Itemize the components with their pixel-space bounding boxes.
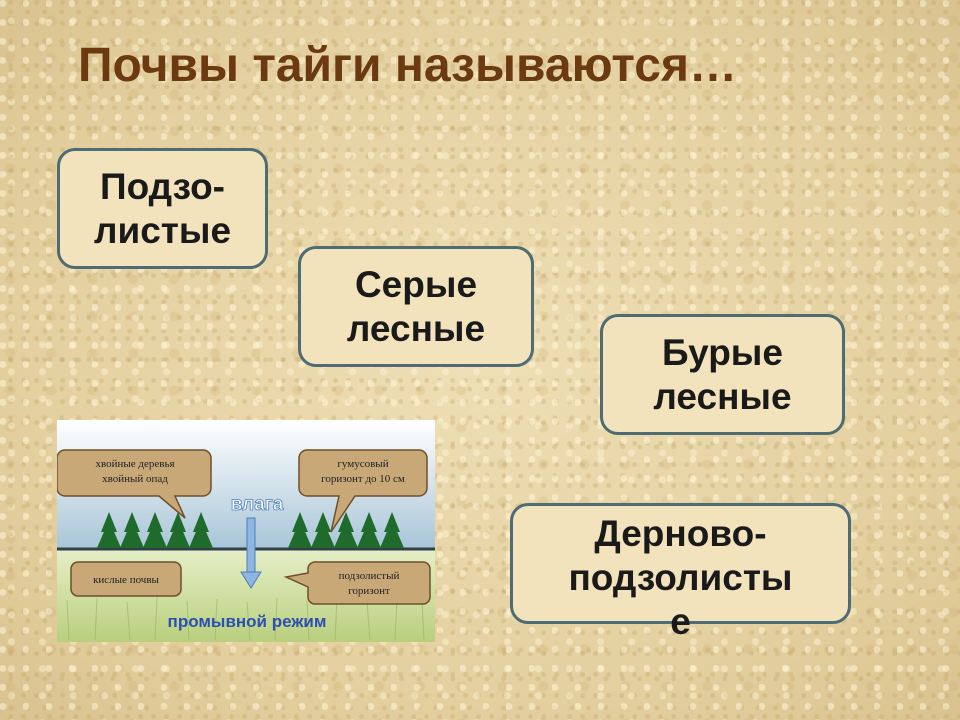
callout-text: хвойный опад bbox=[102, 473, 168, 485]
callout-text: горизонт до 10 см bbox=[321, 473, 405, 485]
card-line: Дерново- bbox=[594, 512, 767, 554]
callout-bottom-left: кислые почвы bbox=[70, 561, 182, 597]
tree-group-left bbox=[97, 512, 213, 548]
callout-top-left: хвойные деревья хвойный опад bbox=[57, 449, 212, 519]
card-line: листые bbox=[93, 209, 232, 251]
card-line: лесные bbox=[653, 375, 792, 417]
card-line: лесные bbox=[346, 307, 486, 349]
regime-label: промывной режим bbox=[168, 612, 327, 631]
card-line: подзолисты bbox=[568, 556, 793, 598]
moisture-label: влага bbox=[231, 494, 284, 515]
diagram-svg: хвойные деревья хвойный опад гумусовый г… bbox=[57, 420, 435, 642]
slide-title: Почвы тайги называются… bbox=[78, 39, 737, 92]
down-arrow-icon bbox=[240, 517, 262, 589]
answer-card-sod-podzolic[interactable]: Дерново- подзолисты е bbox=[510, 503, 851, 642]
card-line: е bbox=[670, 600, 691, 642]
callout-text: подзолистый bbox=[339, 570, 400, 582]
answer-card-brown-forest[interactable]: Бурые лесные bbox=[600, 314, 845, 435]
grass-texture bbox=[66, 595, 425, 641]
callout-top-right: гумусовый горизонт до 10 см bbox=[298, 449, 428, 533]
callout-text: хвойные деревья bbox=[95, 458, 174, 470]
card-line: Бурые bbox=[662, 331, 783, 373]
callout-text: кислые почвы bbox=[93, 574, 159, 586]
tree-group-right bbox=[288, 512, 404, 548]
callout-text: горизонт bbox=[348, 585, 390, 597]
callout-text: гумусовый bbox=[337, 458, 388, 470]
answer-card-grey-forest[interactable]: Серые лесные bbox=[298, 246, 534, 367]
callout-bottom-right: подзолистый горизонт bbox=[283, 561, 431, 605]
card-line: Серые bbox=[354, 263, 478, 305]
card-line: Подзо- bbox=[99, 165, 226, 207]
taiga-soil-diagram: хвойные деревья хвойный опад гумусовый г… bbox=[57, 420, 435, 642]
answer-card-podzolic[interactable]: Подзо- листые bbox=[57, 148, 268, 269]
